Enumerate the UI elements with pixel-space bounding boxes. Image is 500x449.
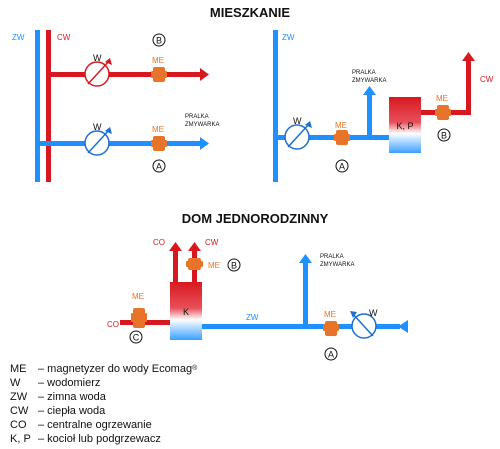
legend-code: CW <box>10 405 29 417</box>
boiler-apartment: K, P <box>389 97 421 153</box>
magnetizer-label: ME <box>436 94 448 103</box>
legend-code: W <box>10 377 21 389</box>
hot-branch-b <box>51 72 201 77</box>
appliance-riser-house <box>303 262 308 327</box>
marker-b-house: B <box>227 258 241 272</box>
marker-a-right: A <box>335 159 349 173</box>
legend-text: – kocioł lub podgrzewacz <box>38 433 161 445</box>
registered-mark: ® <box>192 365 198 372</box>
legend-code: CO <box>10 419 27 431</box>
appliance-dishwasher: ZMYWARKA <box>320 262 354 268</box>
water-meter-house: W <box>350 308 378 339</box>
legend-row: ZW – zimna woda <box>10 390 197 404</box>
magnetizer-house-hot: ME <box>186 258 220 270</box>
marker-b-right: B <box>437 128 451 142</box>
legend-text: – magnetyzer do wody Ecomag <box>38 363 193 375</box>
cold-main-pipe <box>202 324 397 329</box>
label-zw-house: ZW <box>246 313 259 322</box>
marker-c: C <box>129 330 143 344</box>
appliance-riser-arrow <box>363 86 376 95</box>
appliance-washer: PRALKA <box>352 70 376 76</box>
legend-text: – zimna woda <box>38 391 106 403</box>
boiler-house: K <box>170 282 202 340</box>
co-outlet-arrow <box>169 242 182 251</box>
magnetizer-cold: ME <box>151 125 167 151</box>
apartment-scheme-right: ZW PRALKA ZMYWARKA W ME K, P CW <box>273 30 494 182</box>
appliance-washer: PRALKA <box>185 114 209 120</box>
boiler-label: K <box>183 307 189 317</box>
legend-code: ME <box>10 363 27 375</box>
label-cw-left: CW <box>57 33 71 42</box>
svg-text:B: B <box>441 131 447 141</box>
label-zw-left: ZW <box>12 33 25 42</box>
appliance-riser-arrow <box>299 254 312 263</box>
svg-text:C: C <box>133 333 140 343</box>
cold-branch-a <box>35 141 201 146</box>
legend-text: – wodomierz <box>38 377 101 389</box>
cw-outlet-arrow <box>188 242 201 251</box>
magnetizer-right-cold: ME <box>334 121 350 145</box>
legend-text: – centralne ogrzewanie <box>38 419 152 431</box>
inlet-arrow <box>398 320 408 333</box>
appliance-riser <box>367 94 372 138</box>
legend-row: K, P – kocioł lub podgrzewacz <box>10 432 197 446</box>
water-meter-hot: W <box>84 53 112 87</box>
boiler-label: K, P <box>396 121 413 131</box>
marker-a-left: A <box>152 159 166 173</box>
label-cw-house: CW <box>205 238 219 247</box>
magnetizer-label: ME <box>335 121 347 130</box>
cold-riser-right <box>273 30 278 182</box>
svg-text:B: B <box>231 261 237 271</box>
meter-label: W <box>369 308 378 318</box>
hot-branch-arrow <box>200 68 209 81</box>
svg-text:A: A <box>156 162 162 172</box>
appliance-dishwasher: ZMYWARKA <box>185 122 219 128</box>
legend-code: K, P <box>10 433 31 445</box>
svg-text:A: A <box>328 350 334 360</box>
legend-row: CW – ciepła woda <box>10 404 197 418</box>
water-meter-cold: W <box>84 122 112 156</box>
marker-a-house: A <box>324 347 338 361</box>
label-cw-right: CW <box>480 75 494 84</box>
legend-code: ZW <box>10 391 28 403</box>
legend-row: CO – centralne ogrzewanie <box>10 418 197 432</box>
label-co-outlet: CO <box>153 238 165 247</box>
section-title-house: DOM JEDNORODZINNY <box>182 211 329 226</box>
meter-label: W <box>93 122 102 132</box>
magnetizer-right-hot: ME <box>435 94 451 120</box>
hot-outlet-arrow <box>462 52 475 61</box>
magnetizer-label: ME <box>208 261 220 270</box>
apartment-scheme-left: ZW CW W W ME ME <box>12 30 219 182</box>
meter-label: W <box>93 53 102 63</box>
magnetizer-label: ME <box>152 56 164 65</box>
meter-label: W <box>293 116 302 126</box>
appliance-washer: PRALKA <box>320 254 344 260</box>
magnetizer-hot: ME <box>151 56 167 82</box>
svg-text:B: B <box>156 36 162 46</box>
co-outlet-riser <box>173 250 178 283</box>
section-title-apartment: MIESZKANIE <box>210 5 291 20</box>
magnetizer-label: ME <box>152 125 164 134</box>
legend: ME – magnetyzer do wody Ecomag® W – wodomie… <box>10 362 197 446</box>
house-scheme: CO ME C K CO CW ME B <box>107 238 408 361</box>
magnetizer-label: ME <box>324 310 336 319</box>
svg-text:A: A <box>339 162 345 172</box>
water-meter-right: W <box>284 116 312 150</box>
label-co-inlet: CO <box>107 320 119 329</box>
cold-branch-arrow <box>200 137 209 150</box>
magnetizer-co: ME <box>131 292 147 328</box>
cold-riser-left <box>35 30 40 182</box>
legend-row: ME – magnetyzer do wody Ecomag® <box>10 362 197 376</box>
label-zw-right: ZW <box>282 33 295 42</box>
hot-riser-left <box>46 30 51 182</box>
appliance-dishwasher: ZMYWARKA <box>352 78 386 84</box>
cold-branch-right <box>273 135 390 140</box>
magnetizer-house-cold: ME <box>323 310 339 336</box>
hot-outlet-riser <box>466 60 471 115</box>
legend-text: – ciepła woda <box>38 405 106 417</box>
legend-row: W – wodomierz <box>10 376 197 390</box>
marker-b-left: B <box>152 33 166 47</box>
magnetizer-label: ME <box>132 292 144 301</box>
